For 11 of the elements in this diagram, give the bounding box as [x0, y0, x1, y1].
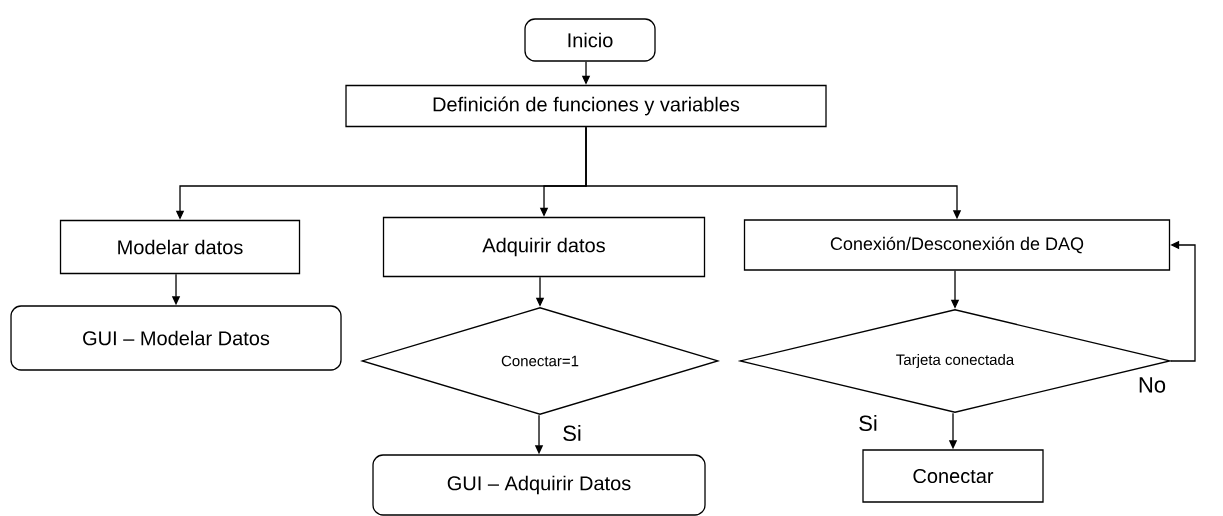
process-box: Conexión/Desconexión de DAQ — [743, 219, 1171, 271]
process-box: Conectar — [862, 449, 1044, 503]
terminal-box: GUI – Adquirir Datos — [372, 454, 706, 516]
process-box: Modelar datos — [59, 219, 301, 275]
edge-label: Si — [857, 413, 879, 433]
terminal-box: GUI – Modelar Datos — [10, 305, 342, 371]
edge-label: No — [1136, 376, 1168, 394]
edge-label: Si — [561, 423, 583, 443]
process-box: Definición de funciones y variables — [345, 84, 827, 128]
process-box: Adquirir datos — [382, 216, 706, 278]
terminal-box: Inicio — [524, 18, 656, 62]
